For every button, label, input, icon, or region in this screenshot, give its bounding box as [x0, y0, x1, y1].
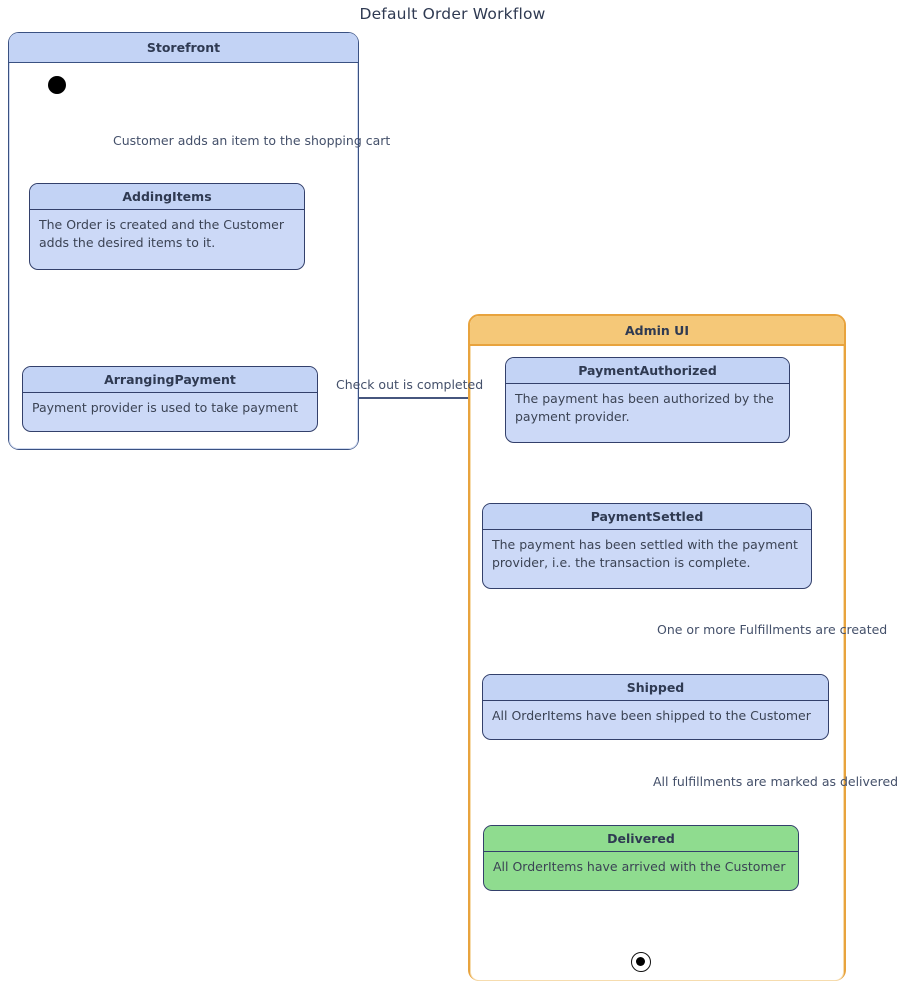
container-storefront-title: Storefront: [9, 33, 358, 63]
state-paymentsettled-title: PaymentSettled: [483, 504, 811, 530]
state-shipped-title: Shipped: [483, 675, 828, 701]
state-addingitems[interactable]: AddingItems The Order is created and the…: [29, 183, 305, 270]
state-paymentsettled-description: The payment has been settled with the pa…: [483, 530, 811, 578]
state-shipped-description: All OrderItems have been shipped to the …: [483, 701, 828, 731]
state-paymentauthorized-description: The payment has been authorized by the p…: [506, 384, 789, 432]
transition-label-initial-to-addingitems: Customer adds an item to the shopping ca…: [113, 133, 391, 148]
state-delivered[interactable]: Delivered All OrderItems have arrived wi…: [483, 825, 799, 891]
state-paymentsettled[interactable]: PaymentSettled The payment has been sett…: [482, 503, 812, 589]
state-delivered-description: All OrderItems have arrived with the Cus…: [484, 852, 798, 882]
diagram-title: Default Order Workflow: [359, 5, 546, 23]
transition-label-paymentsettled-to-shipped: One or more Fulfillments are created: [657, 622, 888, 637]
state-arrangingpayment-description: Payment provider is used to take payment: [23, 393, 317, 423]
state-shipped[interactable]: Shipped All OrderItems have been shipped…: [482, 674, 829, 740]
state-addingitems-description: The Order is created and the Customer ad…: [30, 210, 304, 258]
state-addingitems-title: AddingItems: [30, 184, 304, 210]
state-delivered-title: Delivered: [484, 826, 798, 852]
state-arrangingpayment-title: ArrangingPayment: [23, 367, 317, 393]
container-adminui-title: Admin UI: [470, 316, 844, 346]
state-paymentauthorized[interactable]: PaymentAuthorized The payment has been a…: [505, 357, 790, 443]
transition-label-arrangingpayment-to-paymentauthorized: Check out is completed: [336, 377, 484, 392]
final-state-node[interactable]: [631, 952, 651, 972]
state-arrangingpayment[interactable]: ArrangingPayment Payment provider is use…: [22, 366, 318, 432]
transition-label-shipped-to-delivered: All fulfillments are marked as delivered: [653, 774, 899, 789]
initial-state-node[interactable]: [48, 76, 66, 94]
state-paymentauthorized-title: PaymentAuthorized: [506, 358, 789, 384]
